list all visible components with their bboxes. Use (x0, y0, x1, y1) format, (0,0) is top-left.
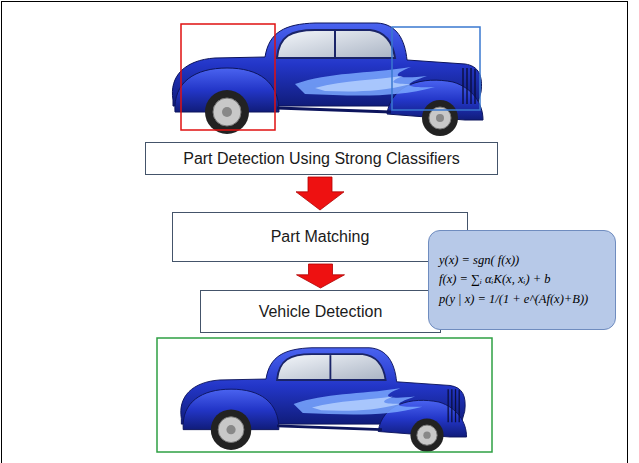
part-box (181, 24, 275, 130)
detection-box (157, 338, 492, 452)
process-box: Part Detection Using Strong Classifiers (145, 142, 498, 175)
box-label: Part Detection Using Strong Classifiers (183, 150, 460, 168)
part-box (392, 27, 480, 110)
car-picture (172, 23, 483, 136)
process-box: Vehicle Detection (200, 290, 441, 333)
figure-frame (2, 2, 628, 463)
formula-text: y(x) = sgn( f(x)) (439, 251, 519, 270)
car-picture (181, 348, 467, 452)
formula-text: f(x) = ∑ᵢ αᵢK(x, xᵢ) + b (439, 270, 551, 289)
formula-text: p(y | x) = 1/(1 + e^(Af(x)+B)) (439, 290, 588, 309)
box-label: Vehicle Detection (259, 303, 383, 321)
flow-arrow (296, 177, 344, 210)
formula-callout: y(x) = sgn( f(x))f(x) = ∑ᵢ αᵢK(x, xᵢ) + … (428, 230, 616, 330)
process-box: Part Matching (172, 212, 468, 262)
flow-arrow (297, 264, 345, 288)
box-label: Part Matching (271, 228, 370, 246)
